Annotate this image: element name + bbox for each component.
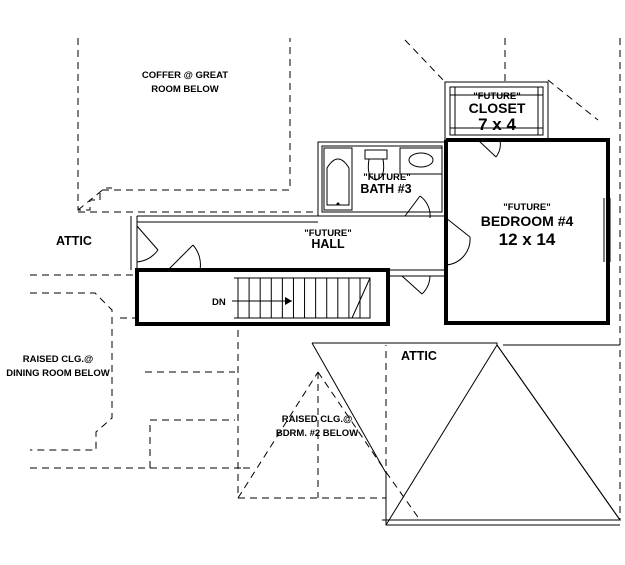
roof-lines: [30, 38, 621, 521]
stair-arrow: [232, 297, 292, 305]
bedroom-future-label: "FUTURE": [503, 202, 551, 213]
stair-treads: [237, 278, 361, 318]
closet-size-label: 7 x 4: [478, 115, 516, 134]
attic-hip-roof: [311, 342, 621, 526]
closet-name-label: CLOSET: [469, 100, 526, 116]
bath-name-label: BATH #3: [360, 182, 411, 196]
bath-3: [317, 141, 447, 217]
closet-door[interactable]: [477, 139, 501, 158]
hall-right-door[interactable]: [401, 275, 431, 295]
bedroom-4: [444, 138, 611, 325]
bdrm2-label-line2: BDRM. #2 BELOW: [276, 428, 358, 439]
bath-door[interactable]: [404, 195, 431, 219]
hall-left-door[interactable]: [136, 225, 159, 263]
coffer-label-line2: ROOM BELOW: [151, 84, 219, 95]
bdrm2-label-line1: RAISED CLG.@: [282, 414, 353, 425]
bedroom-size-label: 12 x 14: [499, 230, 556, 249]
bath-future-label: "FUTURE": [363, 172, 411, 183]
bedroom-name-label: BEDROOM #4: [481, 213, 574, 229]
attic-right-label: ATTIC: [401, 349, 437, 363]
closet-future-label: "FUTURE": [473, 91, 521, 102]
dining-label-line1: RAISED CLG.@: [23, 354, 94, 365]
attic-left-label: ATTIC: [56, 234, 92, 248]
stair-dn-label: DN: [212, 297, 226, 308]
stairwell: [135, 268, 390, 326]
hall-stair-door[interactable]: [167, 244, 201, 271]
hall: [130, 215, 446, 277]
hall-future-label: "FUTURE": [304, 228, 352, 239]
coffer-label-line1: COFFER @ GREAT: [142, 70, 228, 81]
bedroom-door[interactable]: [445, 217, 471, 266]
dining-label-line2: DINING ROOM BELOW: [6, 368, 109, 379]
hall-name-label: HALL: [311, 237, 345, 251]
